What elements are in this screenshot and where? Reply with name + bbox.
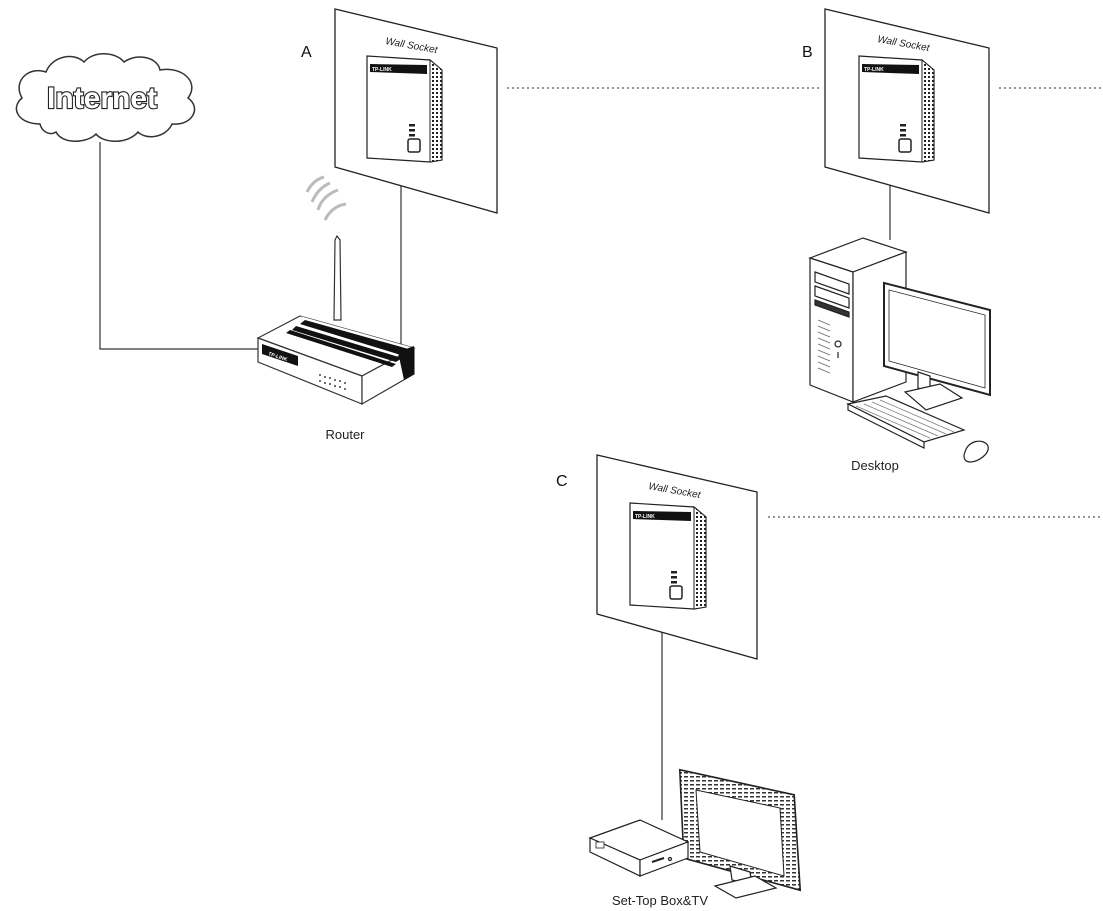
powerline-adapter-a: TP-LINK xyxy=(366,55,443,163)
power-button-icon xyxy=(834,340,842,348)
mouse-icon xyxy=(963,440,989,463)
powerline-links xyxy=(507,87,1103,518)
socket-letter-a: A xyxy=(301,44,312,61)
router-brand: TP-LINK xyxy=(267,351,288,363)
desktop-computer xyxy=(808,237,991,463)
desktop-label: Desktop xyxy=(851,458,899,473)
tv-icon xyxy=(678,768,802,899)
adapter-brand-b: TP-LINK xyxy=(864,67,884,73)
powerline-adapter-b: TP-LINK xyxy=(858,55,935,163)
powerline-adapter-c: TP-LINK xyxy=(629,502,707,610)
wall-socket-c: C Wall Socket TP-LINK xyxy=(556,454,758,660)
router-device: TP-LINK Router xyxy=(256,175,416,442)
settop-box-icon xyxy=(588,819,690,877)
adapter-brand-a: TP-LINK xyxy=(372,67,392,73)
socket-letter-b: B xyxy=(802,44,813,61)
connection-lines xyxy=(99,142,891,820)
settop-label: Set-Top Box&TV xyxy=(612,893,708,908)
internet-cloud: Internet xyxy=(15,53,196,142)
internet-router-cable xyxy=(99,142,258,350)
drive-bays xyxy=(814,271,850,318)
router-label: Router xyxy=(325,427,365,442)
router-antenna xyxy=(333,234,342,321)
wall-socket-a: A Wall Socket TP-LINK xyxy=(301,8,498,214)
settop-box-tv xyxy=(588,768,802,899)
socket-letter-c: C xyxy=(556,473,568,490)
adapter-brand-c: TP-LINK xyxy=(635,514,655,520)
router-leds xyxy=(319,374,346,390)
internet-label: Internet xyxy=(47,82,157,115)
wifi-signal-icon xyxy=(305,175,347,221)
wall-socket-b: B Wall Socket TP-LINK xyxy=(802,8,990,214)
